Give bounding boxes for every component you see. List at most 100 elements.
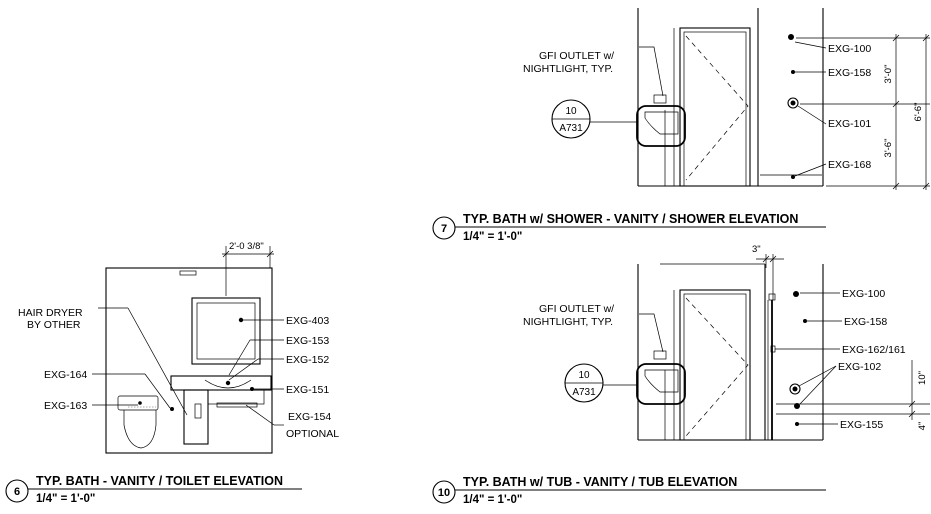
vanity-counter [170, 375, 272, 391]
label-exg-153: EXG-153 [286, 335, 329, 347]
door [679, 289, 751, 441]
label-exg-101: EXG-101 [828, 118, 871, 130]
towel-bar [216, 402, 258, 408]
label-exg-158: EXG-158 [828, 67, 871, 79]
dimension-tick [908, 410, 916, 418]
leader-line [794, 163, 827, 177]
leader-line [228, 339, 251, 376]
label-exg-102: EXG-102 [838, 361, 881, 373]
label-exg-403: EXG-403 [286, 315, 329, 327]
drawing-title: TYP. BATH - VANITY / TOILET ELEVATION [36, 474, 283, 488]
exg-155-point [795, 422, 799, 426]
drawing-number: 10 [438, 487, 450, 499]
drawing-scale: 1/4" = 1'-0" [463, 494, 522, 506]
label-exg-154: EXG-154 [288, 411, 331, 423]
dimension-tick [908, 400, 916, 408]
drawing-title: TYP. BATH w/ TUB - VANITY / TUB ELEVATIO… [463, 475, 737, 489]
toilet-bowl [123, 410, 157, 449]
rod-bracket [768, 293, 776, 301]
reference-number: 10 [565, 106, 577, 117]
leader-line [799, 365, 837, 405]
sink-section [644, 111, 679, 135]
gfi-outlet-icon [653, 94, 667, 104]
vanity-side-panel [183, 389, 209, 445]
label-exg-155: EXG-155 [840, 419, 883, 431]
dimension-tick [892, 182, 900, 190]
tub-spout-icon [794, 403, 800, 409]
faucet-point [225, 380, 231, 386]
exg-163-point [138, 401, 142, 405]
leader-line [797, 105, 827, 125]
label-by-other: BY OTHER [27, 319, 81, 331]
vanity-section [636, 363, 686, 405]
vanity-apron [207, 389, 265, 405]
door-swing [685, 35, 749, 181]
label-exg-100: EXG-100 [842, 288, 885, 300]
dimension-3-inch: 3" [752, 244, 761, 255]
drawing-number-bubble [432, 480, 456, 504]
drawing-number: 7 [441, 223, 447, 235]
dimension-6-6: 6'-6" [913, 103, 924, 122]
door [679, 27, 751, 187]
sink-section [644, 369, 679, 393]
tub-valve-center [792, 386, 798, 392]
mirror [191, 297, 261, 365]
dimension-3-0: 3'-0" [883, 65, 894, 84]
dimension-tick [762, 255, 770, 263]
exg-403-point [238, 317, 244, 323]
gfi-outlet-icon [653, 350, 667, 360]
dimension-tick [892, 34, 900, 42]
vanity-section [636, 105, 686, 147]
label-exg-152: EXG-152 [286, 354, 329, 366]
drawing-6-vanity-toilet-elevation: 2'-0 3/8" EXG-403 EXG-153 EXG-152 EXG-15… [5, 241, 339, 505]
label-exg-163: EXG-163 [44, 400, 87, 412]
exg-164-point [170, 407, 174, 411]
sink-basin [204, 379, 252, 389]
door-inner [683, 31, 747, 187]
drawing-scale: 1/4" = 1'-0" [463, 231, 522, 243]
mirror-inner [196, 302, 256, 360]
dimension-4-inch: 4" [917, 422, 928, 431]
leader-line [639, 46, 664, 97]
gfi-label-1: GFI OUTLET w/ [539, 50, 614, 62]
dimension-3-6: 3'-6" [883, 139, 894, 158]
leader-line [639, 313, 664, 353]
exg-168-point [791, 175, 795, 179]
drawing-number-bubble [5, 479, 29, 503]
door-swing [685, 297, 749, 437]
label-exg-162-161: EXG-162/161 [842, 344, 906, 356]
reference-sheet: A731 [572, 387, 596, 398]
exg-151-point [250, 387, 254, 391]
label-hair-dryer: HAIR DRYER [18, 307, 83, 319]
reference-sheet: A731 [559, 123, 583, 134]
drawing-title: TYP. BATH w/ SHOWER - VANITY / SHOWER EL… [463, 212, 798, 226]
gfi-label-2: NIGHTLIGHT, TYP. [523, 316, 613, 328]
dimension-tick [922, 34, 930, 42]
exg-158-point [791, 70, 795, 74]
wall-outline [105, 267, 273, 454]
shower-head-icon [793, 291, 799, 297]
dimension-tick [222, 250, 230, 258]
leader-line [798, 365, 837, 387]
dimension-label: 2'-0 3/8" [229, 241, 264, 252]
tub-valve-icon [789, 383, 801, 395]
label-exg-158: EXG-158 [844, 316, 887, 328]
toilet-tank [117, 395, 159, 411]
outlet-box [194, 403, 202, 419]
label-optional: OPTIONAL [286, 428, 339, 440]
drawing-scale: 1/4" = 1'-0" [36, 493, 95, 505]
leader-line [228, 358, 259, 381]
dimension-tick [769, 255, 777, 263]
dimension-tick [922, 182, 930, 190]
label-exg-100: EXG-100 [828, 43, 871, 55]
leader-line [127, 307, 188, 416]
drawing-10-vanity-tub-elevation: EXG-162/161 GFI OUTLET w/ NIGHTLIGHT, TY… [432, 244, 930, 506]
exg-158-point [803, 319, 807, 323]
dimension-10-inch: 10" [917, 371, 928, 385]
door-inner [683, 293, 747, 441]
drawing-number: 6 [14, 486, 20, 498]
dimension-tick [892, 100, 900, 108]
leader-line [144, 373, 171, 409]
label-exg-168: EXG-168 [828, 159, 871, 171]
